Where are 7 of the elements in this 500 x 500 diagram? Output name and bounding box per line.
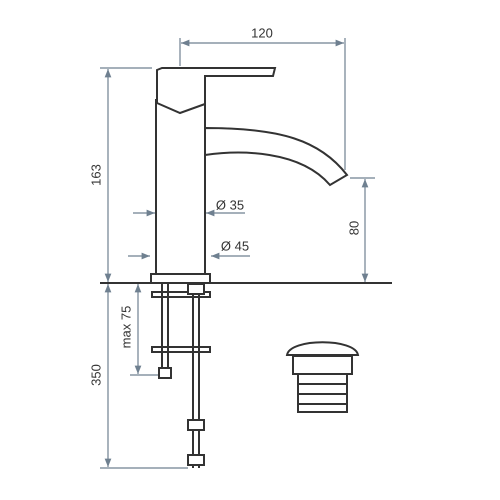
dimension-label: Ø 35 [216, 198, 244, 212]
dimension-label: Ø 45 [220, 240, 250, 252]
dimension-label: 350 [90, 364, 102, 386]
dimension-label: 80 [348, 220, 360, 236]
dimension-label: 120 [251, 26, 273, 40]
dimension-label: 163 [90, 164, 102, 186]
dimension-label: max 75 [120, 306, 132, 348]
